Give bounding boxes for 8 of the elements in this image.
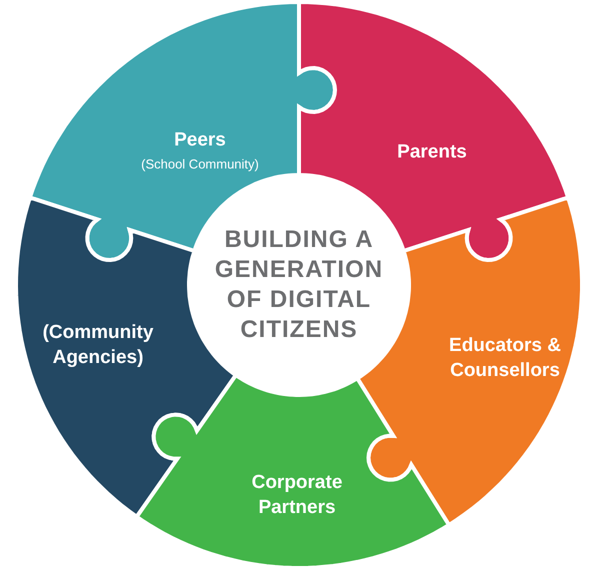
piece-subtitle: (School Community) xyxy=(140,156,260,172)
piece-title: Corporate Partners xyxy=(250,471,344,520)
puzzle-piece xyxy=(136,375,449,568)
piece-title: Peers xyxy=(173,128,227,152)
piece-title: Parents xyxy=(396,140,468,164)
piece-title: Educators & Counsellors xyxy=(448,334,562,383)
piece-title: (Community Agencies) xyxy=(42,321,154,370)
center-heading: BUILDING A GENERATION OF DIGITAL CITIZENS xyxy=(214,225,384,345)
